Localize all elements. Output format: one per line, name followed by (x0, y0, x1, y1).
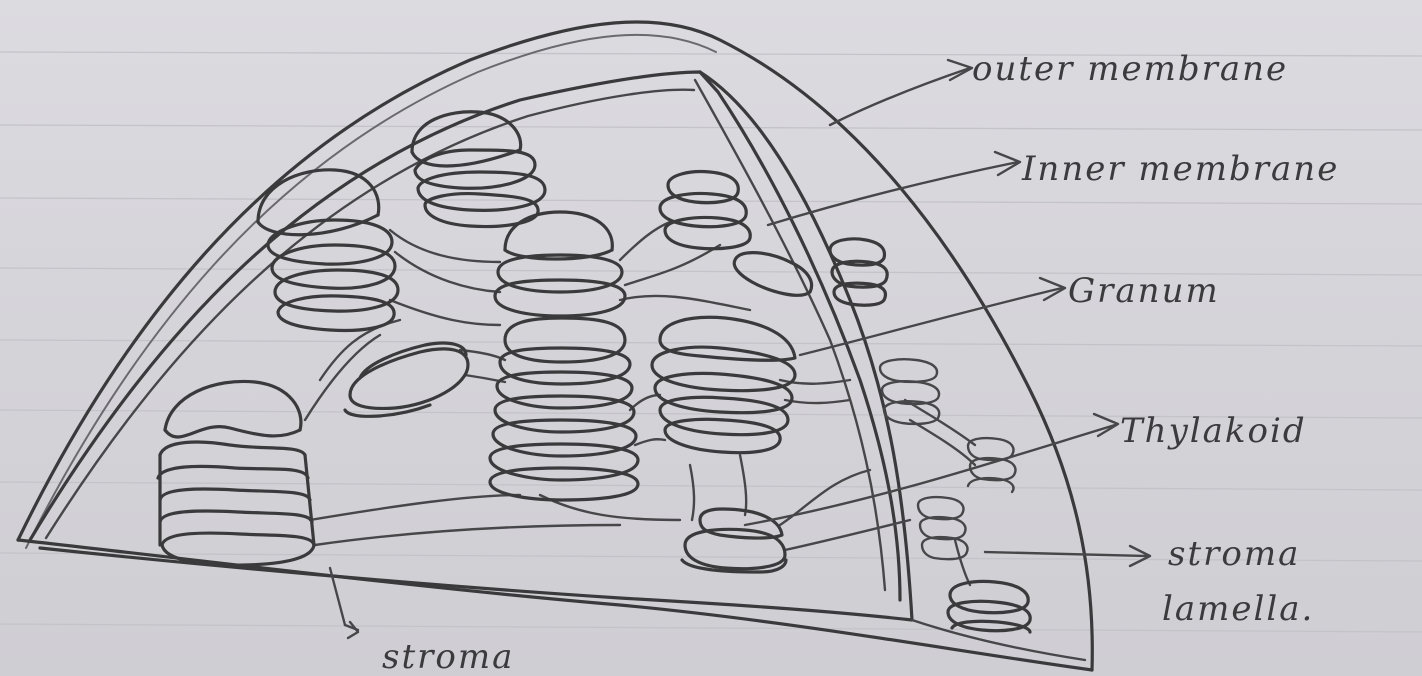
stroma-lamella-label-line1: stroma (1168, 534, 1300, 574)
granum-stack-top-center (412, 112, 545, 227)
outer-membrane-label: outer membrane (972, 49, 1288, 89)
inner-membrane-pointer (768, 152, 1020, 225)
inner-membrane-label: Inner membrane (1021, 149, 1339, 189)
granum-stack-left-upper (258, 170, 398, 331)
stroma-label: stroma (382, 637, 514, 676)
granum-stack-right-upper (660, 172, 812, 296)
thylakoid-stack-c (918, 497, 967, 559)
outer-membrane-pointer (830, 60, 972, 125)
thylakoid-label: Thylakoid (1120, 411, 1307, 451)
outer-membrane (18, 22, 1092, 670)
granum-stack-right-center (652, 317, 795, 452)
stroma-lamella-label-line2: lamella. (1162, 589, 1314, 629)
granum-stack-left-lower (158, 381, 314, 565)
granum-label: Granum (1068, 271, 1220, 311)
inner-membrane (30, 72, 1085, 660)
granum-stack-center-small (345, 343, 468, 416)
thylakoid-stack-d (948, 581, 1030, 632)
granum-stack-center-tall (490, 212, 638, 500)
stroma-lamella-pointer (985, 546, 1150, 566)
stroma-lamellae (305, 222, 975, 585)
granum-stack-lower-right (682, 509, 786, 572)
